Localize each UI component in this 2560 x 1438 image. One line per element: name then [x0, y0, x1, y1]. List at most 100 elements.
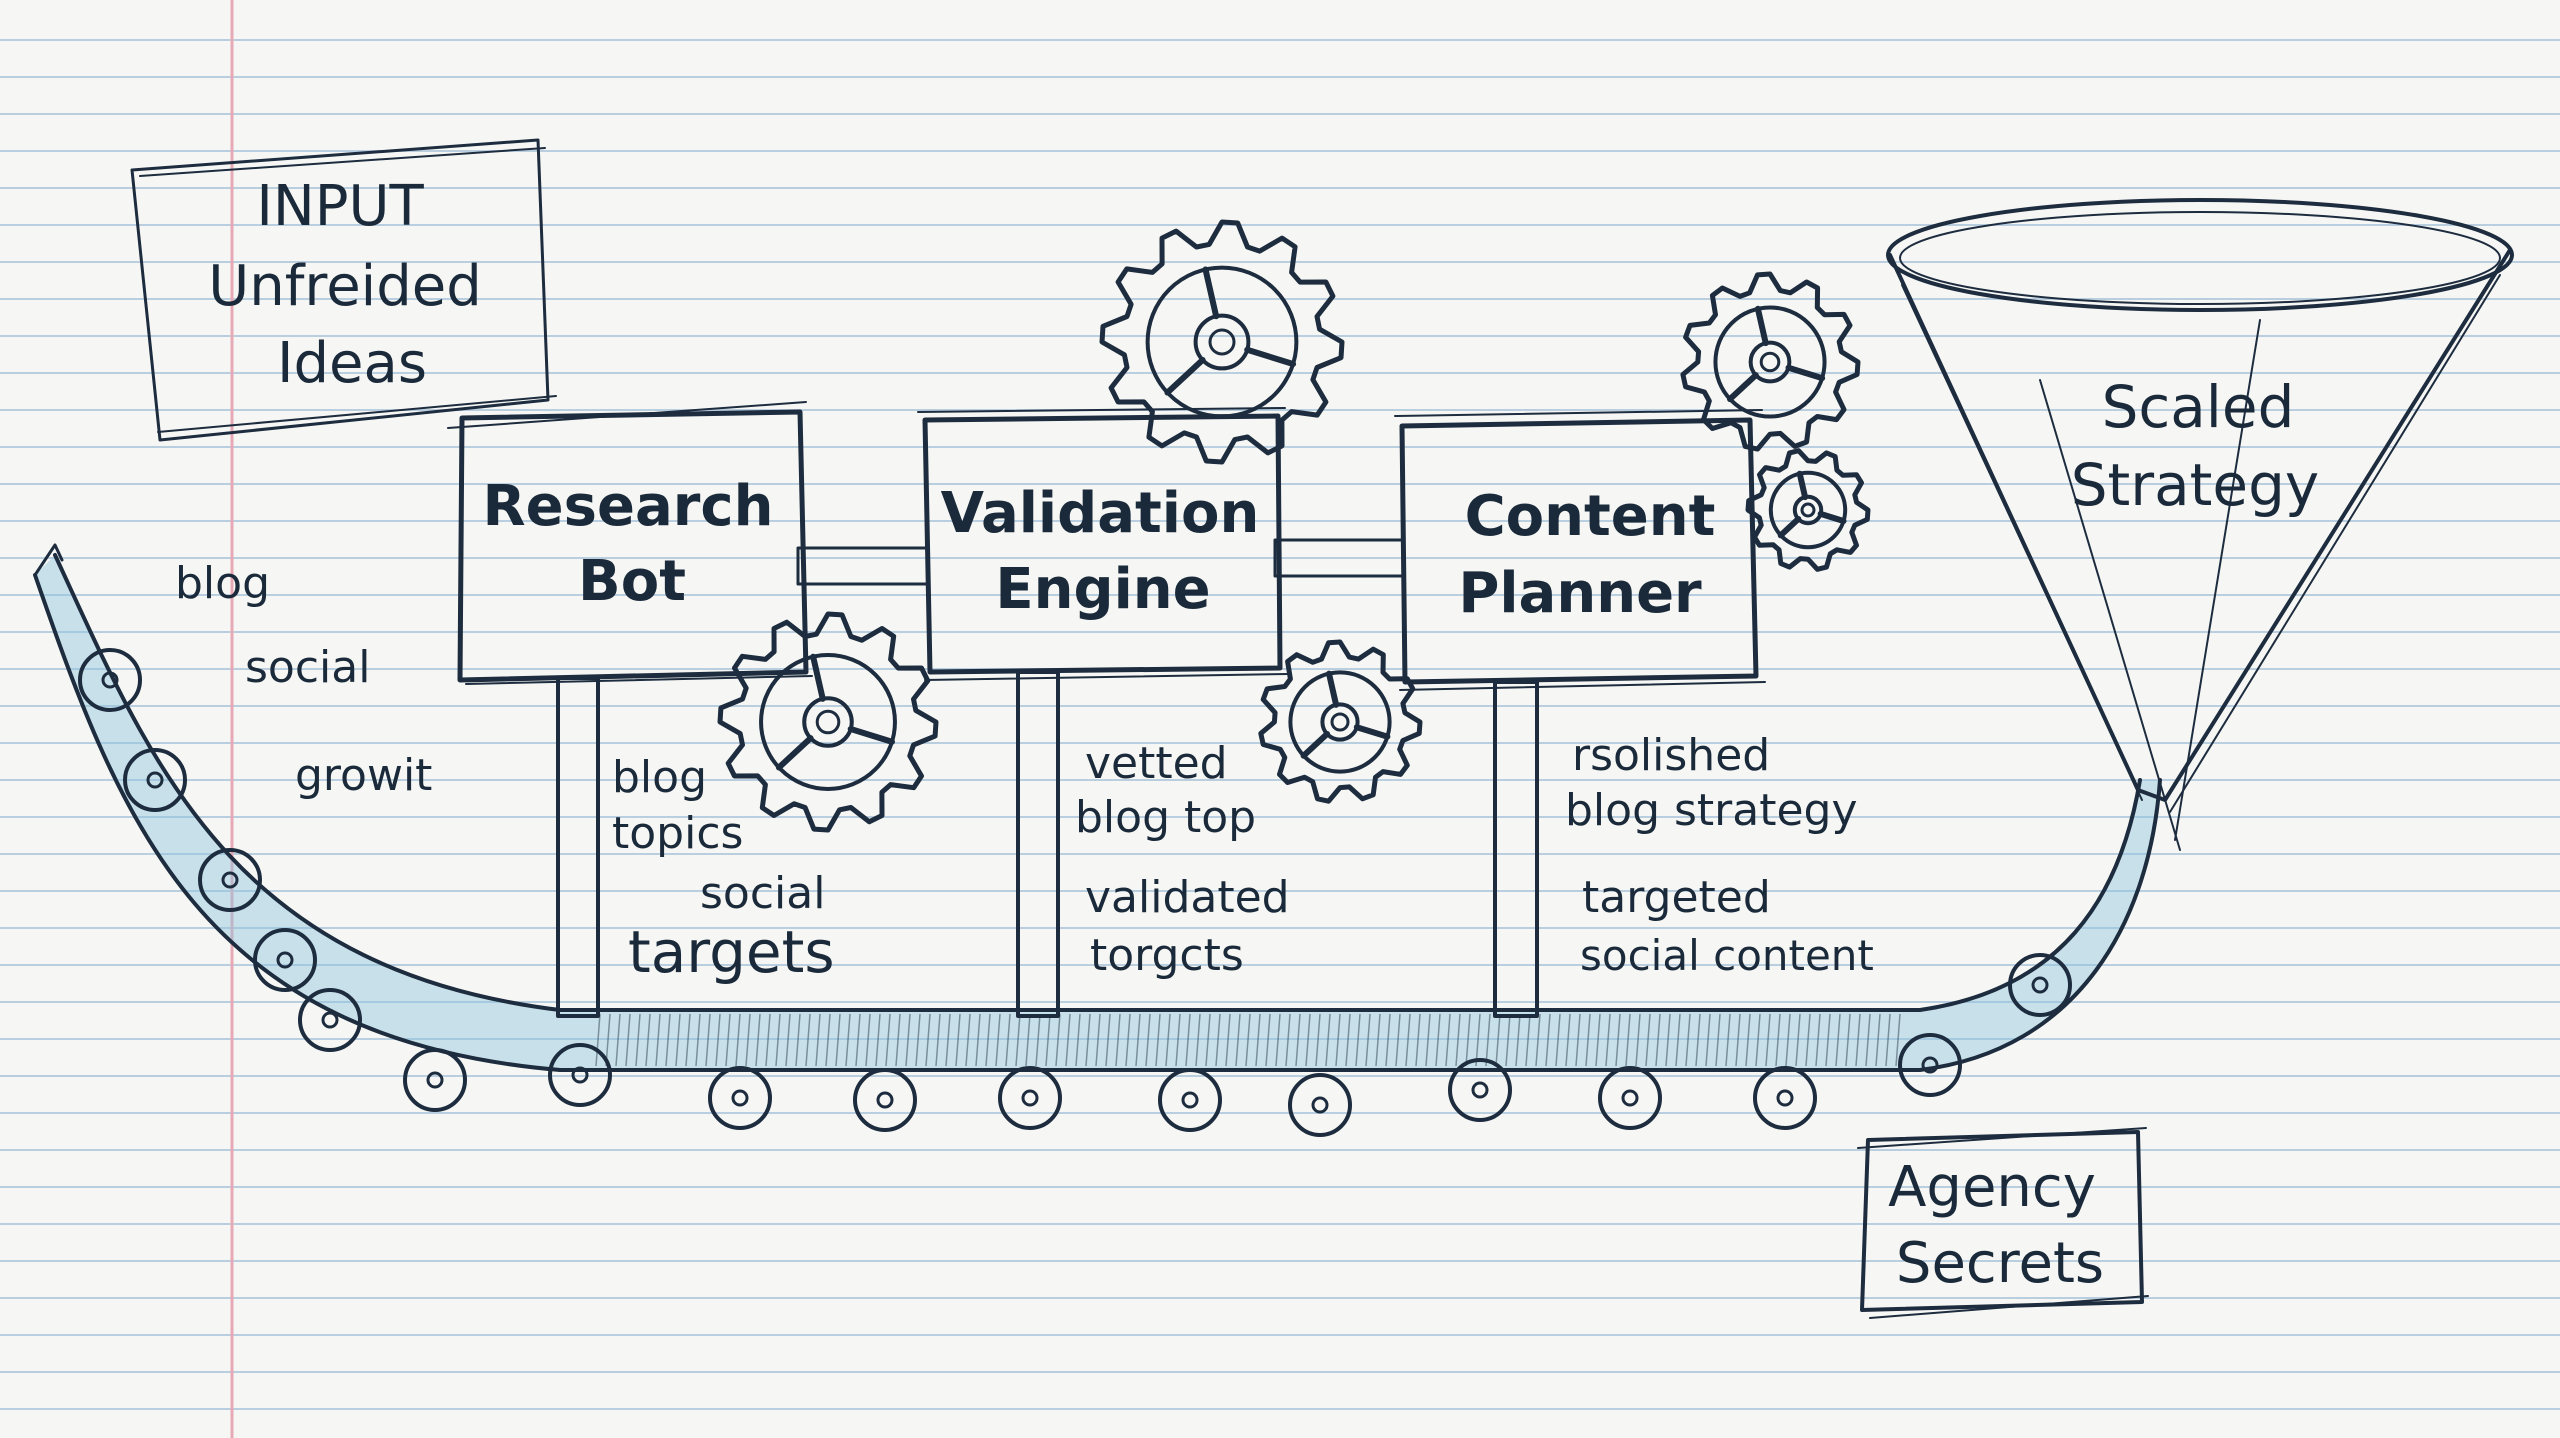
roller-axle [731, 1089, 749, 1107]
belt-hatch-line [1695, 1013, 1701, 1067]
belt-hatch-line [1705, 1013, 1711, 1067]
belt-hatch-line [645, 1013, 651, 1067]
belt-hatch-line [1465, 1013, 1471, 1067]
belt-hatch-line [985, 1013, 991, 1067]
belt-hatch-line [1235, 1013, 1241, 1067]
belt-hatch-line [1615, 1013, 1621, 1067]
belt-hatch-line [655, 1013, 661, 1067]
input-box: INPUT Unfreided Ideas [130, 138, 557, 442]
roller-axle [1021, 1089, 1039, 1107]
roller [998, 1066, 1062, 1130]
agency-secrets-line2: Secrets [1896, 1231, 2104, 1296]
funnel-line1: Scaled [2102, 373, 2295, 441]
belt-hatch-line [805, 1013, 811, 1067]
gear-icon [1258, 639, 1423, 804]
belt-hatch-line [1575, 1013, 1581, 1067]
belt-hatch-line [1185, 1013, 1191, 1067]
input-item-growit: growit [295, 750, 432, 801]
belt-hatch-line [1445, 1013, 1451, 1067]
belt-hatch-line [1485, 1013, 1491, 1067]
belt-hatch-line [1715, 1013, 1721, 1067]
roller-axle [1471, 1081, 1489, 1099]
roller [1158, 1068, 1222, 1132]
belt-hatch-line [1245, 1013, 1251, 1067]
stage-research-bot-line1: Research [483, 474, 774, 539]
belt-hatch-line [905, 1013, 911, 1067]
roller-axle [321, 1011, 339, 1029]
belt-hatch-line [1725, 1013, 1731, 1067]
belt-hatching [595, 1013, 1901, 1067]
conveyor-belt-wash [35, 555, 2160, 1070]
belt-hatch-line [1845, 1013, 1851, 1067]
belt-hatch-line [1555, 1013, 1561, 1067]
belt-hatch-line [625, 1013, 631, 1067]
belt-hatch-line [1315, 1013, 1321, 1067]
belt-hatch-line [1655, 1013, 1661, 1067]
stage-validation-engine-line1: Validation [941, 481, 1260, 546]
roller [403, 1048, 467, 1112]
belt-hatch-line [845, 1013, 851, 1067]
belt-hatch-line [1605, 1013, 1611, 1067]
roller [198, 848, 262, 912]
validation-output-validated: validated [1085, 872, 1290, 923]
belt-hatch-line [695, 1013, 701, 1067]
roller-axle [1311, 1096, 1329, 1114]
roller-axle [221, 871, 239, 889]
belt-hatch-line [1885, 1013, 1891, 1067]
agency-secrets-box: Agency Secrets [1857, 1127, 2149, 1319]
stage-content-planner-outputs: rsolished blog strategy targeted social … [1565, 730, 1874, 980]
roller [1448, 1058, 1512, 1122]
belt-hatch-line [1825, 1013, 1831, 1067]
belt-hatch-line [1355, 1013, 1361, 1067]
research-output-topics: topics [612, 808, 743, 859]
roller [1288, 1073, 1352, 1137]
belt-hatch-line [685, 1013, 691, 1067]
gears [717, 219, 1871, 833]
input-item-social: social [245, 642, 370, 693]
belt-hatch-line [765, 1013, 771, 1067]
agency-secrets-line1: Agency [1888, 1155, 2096, 1220]
belt-hatch-line [1415, 1013, 1421, 1067]
belt-hatch-line [865, 1013, 871, 1067]
belt-hatch-line [945, 1013, 951, 1067]
belt-hatch-line [1325, 1013, 1331, 1067]
belt-hatch-line [1765, 1013, 1771, 1067]
roller [1598, 1066, 1662, 1130]
belt-hatch-line [735, 1013, 741, 1067]
belt-hatch-line [1285, 1013, 1291, 1067]
belt-hatch-line [1045, 1013, 1051, 1067]
belt-hatch-line [1595, 1013, 1601, 1067]
belt-hatch-line [1295, 1013, 1301, 1067]
planner-output-targeted: targeted [1582, 872, 1771, 923]
roller [548, 1043, 612, 1107]
belt-hatch-line [835, 1013, 841, 1067]
belt-hatch-line [1495, 1013, 1501, 1067]
belt-hatch-line [1805, 1013, 1811, 1067]
belt-hatch-line [1115, 1013, 1121, 1067]
belt-hatch-line [1165, 1013, 1171, 1067]
belt-hatch-line [1625, 1013, 1631, 1067]
belt-hatch-line [1865, 1013, 1871, 1067]
belt-hatch-line [925, 1013, 931, 1067]
roller [298, 988, 362, 1052]
roller-axle [2031, 976, 2049, 994]
belt-hatch-line [1035, 1013, 1041, 1067]
belt-hatch-line [595, 1013, 601, 1067]
belt-hatch-line [915, 1013, 921, 1067]
belt-hatch-line [825, 1013, 831, 1067]
stage-content-planner: Content Planner [1394, 409, 1766, 691]
input-box-line2: Unfreided [208, 254, 482, 319]
belt-hatch-line [965, 1013, 971, 1067]
input-box-line3: Ideas [277, 331, 427, 396]
roller-axle [1921, 1056, 1939, 1074]
belt-hatch-line [1375, 1013, 1381, 1067]
roller [123, 748, 187, 812]
gear-icon [1099, 219, 1345, 465]
belt-hatch-line [855, 1013, 861, 1067]
roller-axle [146, 771, 164, 789]
roller-axle [426, 1071, 444, 1089]
belt-rollers [78, 648, 2072, 1137]
stage-research-bot: Research Bot [447, 401, 813, 685]
